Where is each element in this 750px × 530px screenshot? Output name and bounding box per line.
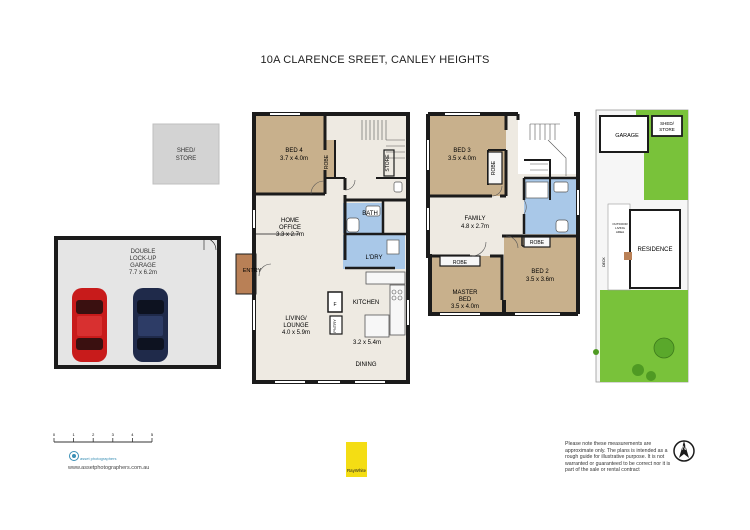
garage-label-2: LOCK-UP xyxy=(130,256,157,262)
disclaimer-text: Please note these measurements are appro… xyxy=(565,441,671,474)
bed2-size: 3.5 x 3.6m xyxy=(526,277,554,283)
site-shed-label-1: SHED/ xyxy=(660,121,675,126)
shower-icon xyxy=(525,181,549,199)
plan-title: 10A CLARENCE SREET, CANLEY HEIGHTS xyxy=(260,54,490,66)
outdoor-label-1: OUTDOOR xyxy=(612,222,628,226)
deck-label: DECK xyxy=(602,256,606,266)
home-office-label-2: OFFICE xyxy=(279,225,301,231)
bed2-robe-label: ROBE xyxy=(530,240,545,246)
kitchen-label: KITCHEN xyxy=(353,300,379,306)
toilet-icon xyxy=(346,217,360,233)
scale-bar: 0 1 2 3 4 5 xyxy=(53,432,154,443)
tree-icon xyxy=(593,337,675,381)
master-robe-label: ROBE xyxy=(453,260,468,266)
bed2-floor xyxy=(504,236,578,314)
scale-tick-4: 4 xyxy=(131,432,134,437)
double-garage: DOUBLE LOCK-UP GARAGE 7.7 x 6.2m xyxy=(54,236,221,369)
shed-store: SHED/ STORE xyxy=(152,123,220,185)
site-plan: GARAGE SHED/ STORE RESIDENCE OUTDOOR LIV… xyxy=(593,109,689,383)
garage-label-4: 7.7 x 6.2m xyxy=(129,270,157,276)
fridge-label: F xyxy=(333,302,336,308)
scale-tick-0: 0 xyxy=(53,432,56,437)
north-label: N xyxy=(682,446,686,452)
bed4-size: 3.7 x 4.0m xyxy=(280,156,308,162)
north-arrow-icon: N xyxy=(673,440,695,462)
garage-label-1: DOUBLE xyxy=(131,249,156,255)
living-label-1: LIVING/ xyxy=(285,316,307,322)
ground-floor: BED 4 3.7 x 4.0m ROBE STORE HOME OFFICE … xyxy=(235,112,410,384)
scale-tick-3: 3 xyxy=(112,432,115,437)
shed-label-line2: STORE xyxy=(176,156,197,162)
upper-basin-icon xyxy=(553,181,569,193)
basin-icon xyxy=(365,205,381,217)
site-garage-label: GARAGE xyxy=(615,133,639,139)
residence-label: RESIDENCE xyxy=(637,247,672,253)
bath-label: BATH xyxy=(362,211,378,217)
pantry-label: PNTRY xyxy=(332,319,337,333)
shed-label-line1: SHED/ xyxy=(177,148,196,154)
scale-tick-1: 1 xyxy=(72,432,75,437)
bed3-size: 3.5 x 4.0m xyxy=(448,156,476,162)
store-label: STORE xyxy=(385,154,391,172)
asset-photographers-logo-icon xyxy=(69,451,79,461)
master-label-1: MASTER xyxy=(452,290,478,296)
bed3-label: BED 3 xyxy=(453,148,471,154)
cooktop-icon xyxy=(391,289,403,301)
master-size: 3.5 x 4.0m xyxy=(451,304,479,310)
website-text: www.assetphotographers.com.au xyxy=(68,465,150,471)
laundry-tub-icon xyxy=(386,239,400,255)
bed3-robe-label: ROBE xyxy=(491,160,497,175)
living-label-2: LOUNGE xyxy=(283,323,308,329)
scale-tick-5: 5 xyxy=(151,432,154,437)
master-label-2: BED xyxy=(459,297,472,303)
laundry-label: L'DRY xyxy=(365,255,382,261)
bed4-robe-label: ROBE xyxy=(324,154,330,169)
bed2-label: BED 2 xyxy=(531,269,549,275)
site-shed-label-2: STORE xyxy=(659,127,674,132)
blue-car-icon xyxy=(133,288,168,362)
family-label: FAMILY xyxy=(465,216,486,222)
raywhite-logo: RayWhite xyxy=(346,442,367,477)
family-size: 4.8 x 2.7m xyxy=(461,224,489,230)
bed4-label: BED 4 xyxy=(285,148,303,154)
upper-toilet-icon xyxy=(555,219,569,233)
red-car-icon xyxy=(72,288,107,362)
outdoor-label-3: AREA xyxy=(616,230,624,234)
upper-floor: BED 3 3.5 x 4.0m ROBE FAMILY 4.8 x 2.7m … xyxy=(426,112,580,316)
raywhite-text: RayWhite xyxy=(347,468,367,473)
outdoor-label-2: LIVING xyxy=(615,226,626,230)
home-office-size: 3.3 x 2.7m xyxy=(276,232,304,238)
scale-tick-2: 2 xyxy=(92,432,95,437)
dining-label: DINING xyxy=(356,362,377,368)
bed4-floor xyxy=(254,114,325,194)
entry-label: ENTRY xyxy=(243,268,262,274)
home-office-label-1: HOME xyxy=(281,218,299,224)
living-size: 4.0 x 5.9m xyxy=(282,330,310,336)
kitchen-size: 3.2 x 5.4m xyxy=(353,340,381,346)
garage-label-3: GARAGE xyxy=(130,263,156,269)
logo-text: asset photographers xyxy=(80,456,117,461)
